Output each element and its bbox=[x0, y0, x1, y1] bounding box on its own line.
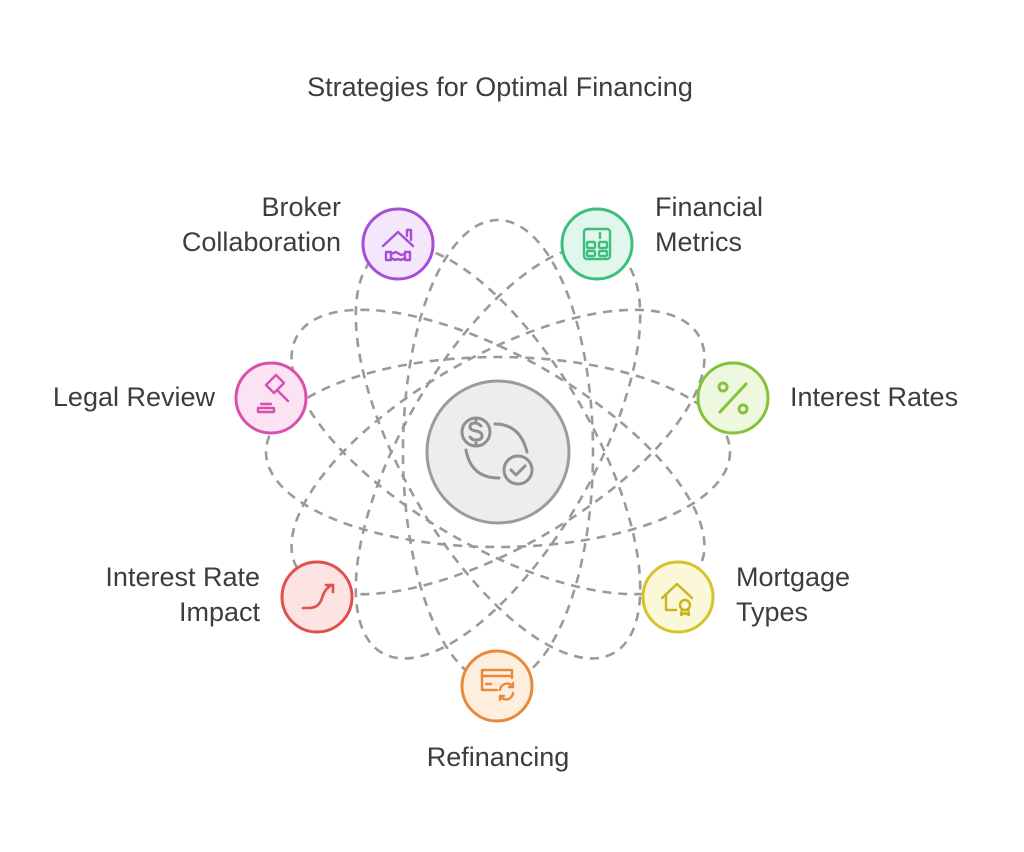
node-refinancing bbox=[460, 649, 534, 723]
house-badge-icon bbox=[660, 582, 694, 617]
card-refresh-icon bbox=[480, 668, 515, 702]
diagram-title: Strategies for Optimal Financing bbox=[307, 72, 693, 102]
node-broker-collaboration bbox=[361, 207, 435, 281]
trend-up-icon bbox=[301, 583, 335, 610]
house-handshake-icon bbox=[381, 228, 415, 262]
label-mortgage-types: Mortgage Types bbox=[736, 562, 851, 627]
percent-icon bbox=[717, 381, 749, 415]
label-interest-rates: Interest Rates bbox=[790, 382, 959, 412]
node-financial-metrics bbox=[560, 207, 634, 281]
calculator-icon bbox=[582, 227, 612, 261]
gavel-icon bbox=[256, 373, 290, 414]
center-hub bbox=[425, 379, 571, 525]
label-financial-metrics: Financial Metrics bbox=[655, 192, 764, 257]
label-broker-collaboration: Broker Collaboration bbox=[181, 192, 341, 257]
dollar-refresh-check-icon bbox=[460, 416, 534, 486]
label-legal-review: Legal Review bbox=[52, 382, 215, 412]
node-legal-review bbox=[234, 361, 308, 435]
label-interest-rate-impact: Interest Rate Impact bbox=[105, 562, 260, 627]
node-mortgage-types bbox=[641, 560, 715, 634]
label-refinancing: Refinancing bbox=[426, 742, 570, 772]
node-interest-rates bbox=[696, 361, 770, 435]
node-interest-rate-impact bbox=[280, 560, 354, 634]
orbit-ellipse-1 bbox=[264, 355, 732, 549]
